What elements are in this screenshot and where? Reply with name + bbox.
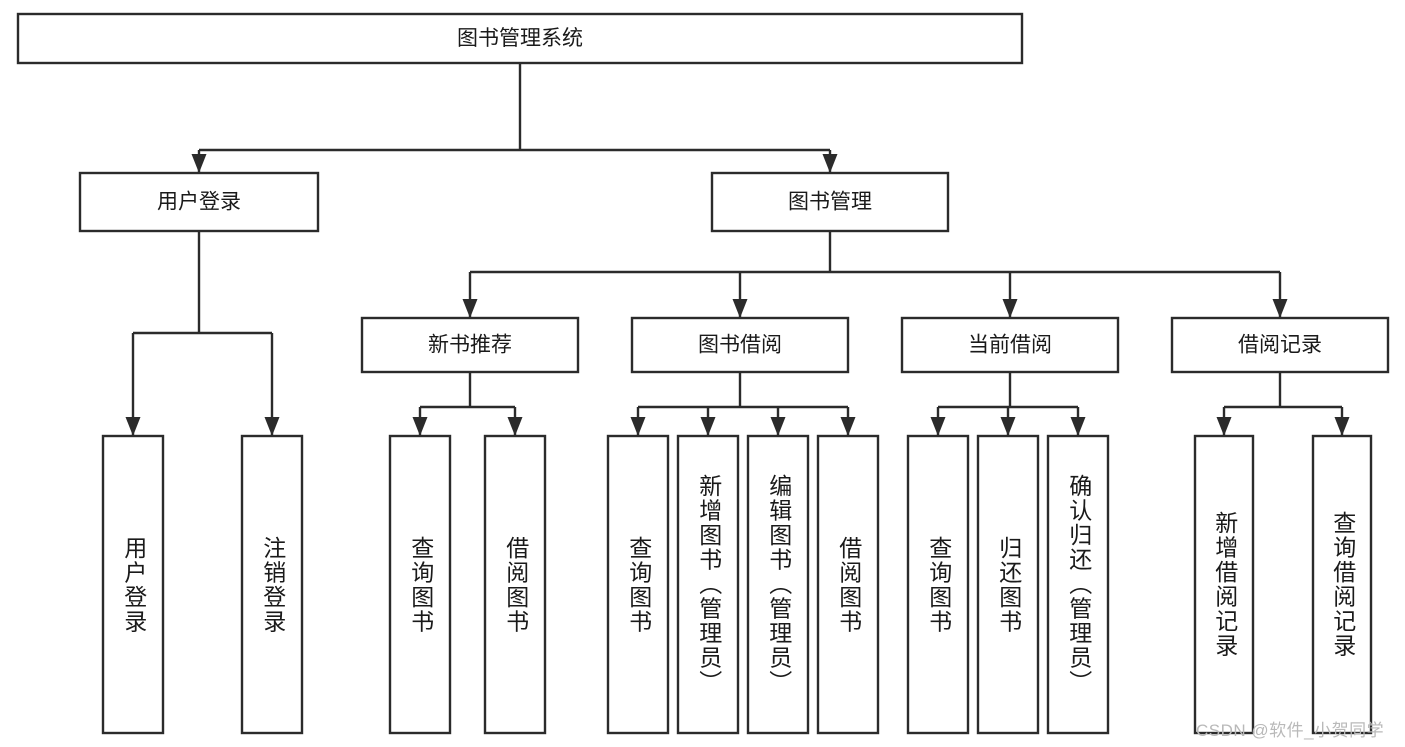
node-box-leaf-add-borrow-record[interactable] bbox=[1193, 434, 1255, 735]
node-box-current-borrow[interactable] bbox=[900, 316, 1120, 374]
book-manage-to-level3-arrow-2 bbox=[1002, 299, 1018, 318]
node-box-leaf-borrow-book-1[interactable] bbox=[483, 434, 547, 735]
node-user-login-label: 用户登录 bbox=[157, 191, 241, 214]
new-book-recommend-to-leaves-arrow-1 bbox=[507, 417, 523, 436]
book-manage-to-level3-arrow-0 bbox=[462, 299, 478, 318]
node-box-user-login[interactable] bbox=[78, 171, 320, 233]
connectors-layer bbox=[125, 63, 1350, 436]
node-box-leaf-query-book-1[interactable] bbox=[388, 434, 452, 735]
book-borrow-to-leaves-arrow-2 bbox=[770, 417, 786, 436]
root-to-level2-arrow-0 bbox=[191, 154, 207, 173]
current-borrow-to-leaves-arrow-0 bbox=[930, 417, 946, 436]
node-box-new-book-recommend[interactable] bbox=[360, 316, 580, 374]
node-box-leaf-borrow-book-2[interactable] bbox=[816, 434, 880, 735]
boxes-layer bbox=[16, 12, 1390, 735]
root-node-box[interactable] bbox=[16, 12, 1024, 65]
root-node-label: 图书管理系统 bbox=[457, 27, 583, 50]
node-box-borrow-record[interactable] bbox=[1170, 316, 1390, 374]
borrow-record-to-leaves-arrow-1 bbox=[1334, 417, 1350, 436]
book-borrow-to-leaves-arrow-1 bbox=[700, 417, 716, 436]
book-borrow-to-leaves-arrow-0 bbox=[630, 417, 646, 436]
node-current-borrow-label: 当前借阅 bbox=[968, 334, 1052, 357]
book-manage-to-level3-arrow-1 bbox=[732, 299, 748, 318]
node-box-book-manage[interactable] bbox=[710, 171, 950, 233]
current-borrow-to-leaves-arrow-1 bbox=[1000, 417, 1016, 436]
node-box-leaf-add-book-admin[interactable] bbox=[676, 434, 740, 735]
node-box-leaf-user-login[interactable] bbox=[101, 434, 165, 735]
node-box-book-borrow[interactable] bbox=[630, 316, 850, 374]
borrow-record-to-leaves-arrow-0 bbox=[1216, 417, 1232, 436]
new-book-recommend-to-leaves-arrow-0 bbox=[412, 417, 428, 436]
root-to-level2-arrow-1 bbox=[822, 154, 838, 173]
user-login-to-leaves-arrow-0 bbox=[125, 417, 141, 436]
node-book-borrow-label: 图书借阅 bbox=[698, 334, 782, 357]
csdn-watermark: CSDN @软件_小贺同学 bbox=[1196, 721, 1385, 740]
book-manage-to-level3-arrow-3 bbox=[1272, 299, 1288, 318]
book-borrow-to-leaves-arrow-3 bbox=[840, 417, 856, 436]
node-new-book-recommend-label: 新书推荐 bbox=[428, 334, 512, 357]
node-borrow-record-label: 借阅记录 bbox=[1238, 334, 1322, 357]
current-borrow-to-leaves-arrow-2 bbox=[1070, 417, 1086, 436]
node-box-leaf-query-book-2[interactable] bbox=[606, 434, 670, 735]
node-box-leaf-confirm-return-admin[interactable] bbox=[1046, 434, 1110, 735]
node-box-leaf-return-book[interactable] bbox=[976, 434, 1040, 735]
user-login-to-leaves-arrow-1 bbox=[264, 417, 280, 436]
node-book-manage-label: 图书管理 bbox=[788, 191, 872, 214]
node-box-leaf-edit-book-admin[interactable] bbox=[746, 434, 810, 735]
node-box-leaf-user-logout[interactable] bbox=[240, 434, 304, 735]
node-box-leaf-query-book-3[interactable] bbox=[906, 434, 970, 735]
node-box-leaf-query-borrow-record[interactable] bbox=[1311, 434, 1373, 735]
